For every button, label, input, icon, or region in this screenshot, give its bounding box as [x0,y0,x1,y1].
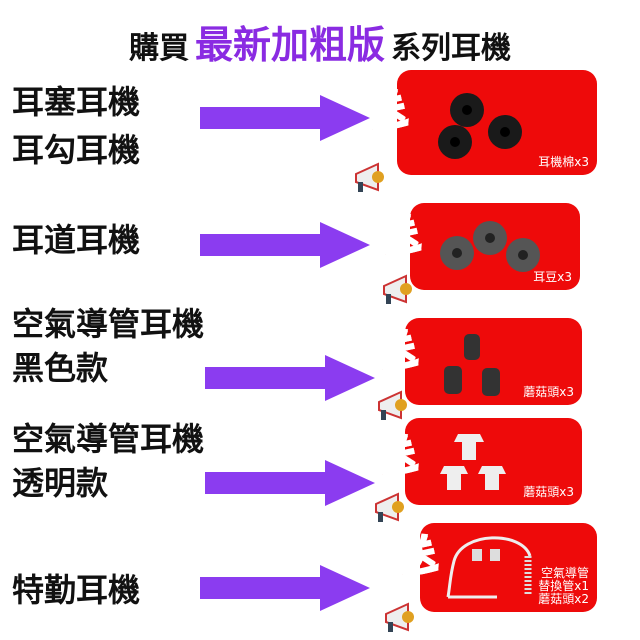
megaphone-icon [378,390,407,420]
foam-covers-icon [438,93,522,159]
product-label-4: 空氣導管耳機 透明款 [12,417,204,505]
megaphone-icon [355,162,384,192]
title-suffix: 系列耳機 [391,31,511,66]
gift-card-5: 空氣導管 替換管x1 蘑菇頭x2 [420,523,597,612]
title-prefix: 購買 [128,31,189,66]
air-tube-icon [446,536,532,599]
label-line: 耳道耳機 [12,221,141,259]
gift-caption: 蘑菇頭x3 [523,385,574,399]
label-line: 耳勾耳機 [12,131,141,169]
gift-card-2: 耳豆x3 [410,203,580,290]
megaphone-icon [383,274,412,304]
arrow-icon [200,95,370,141]
arrow-icon [205,460,375,506]
gift-caption: 空氣導管 替換管x1 蘑菇頭x2 [538,567,589,606]
gift-caption: 耳豆x3 [533,270,572,284]
megaphone-icon [385,602,414,632]
caption-line: 蘑菇頭x2 [538,592,589,606]
label-line: 空氣導管耳機 [12,420,205,458]
mushroom-tips-clear-icon [440,434,506,490]
gift-card-4: 蘑菇頭x3 [405,418,582,505]
arrow-icon [205,355,375,401]
product-label-3: 空氣導管耳機 黑色款 [12,302,204,390]
label-line: 黑色款 [12,349,109,387]
product-label-5: 特勤耳機 [12,566,140,614]
mushroom-tips-black-icon [444,334,500,396]
arrow-icon [200,565,370,611]
label-line: 特勤耳機 [12,571,141,609]
arrow-icon [200,222,370,268]
megaphone-icon [375,492,404,522]
caption-line: 空氣導管 [540,566,589,580]
page-title: 購買最新加粗版系列耳機 [0,14,640,69]
product-label-2: 耳道耳機 [12,216,140,264]
caption-line: 替換管x1 [538,579,589,593]
title-highlight: 最新加粗版 [194,23,385,67]
gift-caption: 蘑菇頭x3 [523,485,574,499]
product-label-1: 耳塞耳機 耳勾耳機 [12,78,140,174]
gift-card-1: 耳機棉x3 [397,70,597,175]
label-line: 耳塞耳機 [12,83,141,121]
label-line: 空氣導管耳機 [12,305,205,343]
ear-tips-icon [440,221,540,272]
gift-caption: 耳機棉x3 [538,155,589,169]
gift-card-3: 蘑菇頭x3 [405,318,582,405]
label-line: 透明款 [12,464,109,502]
